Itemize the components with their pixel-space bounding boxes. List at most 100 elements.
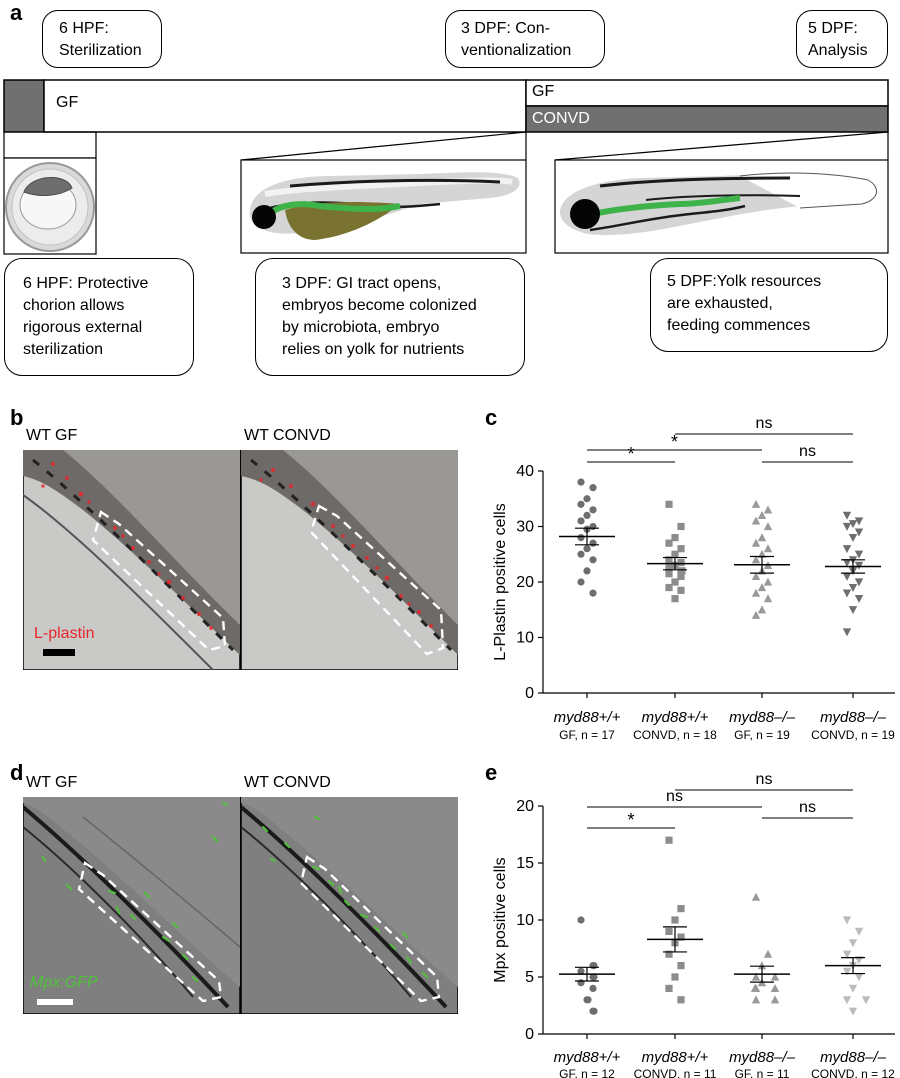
note-line: sterilization (23, 341, 104, 358)
y-tick-label: 40 (516, 463, 534, 480)
data-point (677, 522, 685, 531)
stage-line: 5 DPF: (808, 20, 858, 37)
significance-label: ns (756, 771, 773, 788)
data-point (842, 996, 852, 1005)
data-point (842, 967, 852, 976)
data-point (842, 545, 852, 554)
data-point (854, 595, 864, 604)
data-point (678, 567, 686, 575)
micrograph-convd-mpx (239, 797, 458, 1014)
embryo-in-chorion-illustration (5, 162, 95, 252)
y-tick-label: 5 (525, 969, 534, 986)
data-point (589, 556, 597, 564)
data-point (590, 973, 598, 981)
panel-d-right-title: WT CONVD (244, 774, 331, 791)
stage-line: Analysis (808, 42, 868, 59)
data-point (671, 550, 679, 558)
data-point (589, 484, 597, 492)
data-point (763, 594, 773, 603)
data-point (842, 572, 852, 581)
data-point (583, 567, 591, 575)
data-point (861, 996, 871, 1005)
note-sterilization: 6 HPF: Protective chorion allows rigorou… (4, 258, 194, 376)
gf-bar (43, 79, 527, 133)
sterilization-bar-segment (3, 79, 45, 133)
y-axis-label: Mpx positive cells (492, 857, 509, 982)
note-line: relies on yolk for nutrients (282, 341, 465, 358)
data-point (751, 499, 761, 508)
data-point (751, 892, 761, 901)
scale-bar (43, 649, 75, 656)
data-point (848, 606, 858, 615)
category-condition-label: CONVD, n = 19 (811, 728, 895, 742)
data-point (751, 572, 761, 581)
data-point (763, 505, 773, 514)
data-point (763, 577, 773, 586)
category-genotype-label: myd88+/+ (554, 1049, 621, 1066)
category-genotype-label: myd88+/+ (642, 1049, 709, 1066)
data-point (677, 586, 685, 594)
data-point (842, 522, 852, 531)
data-point (763, 544, 773, 553)
y-tick-label: 30 (516, 519, 534, 536)
data-point (665, 950, 673, 958)
data-point (583, 511, 591, 519)
data-point (757, 549, 767, 558)
note-line: are exhausted, (667, 295, 773, 312)
data-point (589, 539, 597, 547)
zoom-connector-2 (240, 131, 527, 161)
convd-bar (525, 105, 889, 133)
data-point (751, 555, 761, 564)
data-point (665, 556, 673, 564)
y-tick-label: 0 (525, 685, 534, 702)
mpx-micrographs (23, 797, 458, 1014)
panel-c-letter: c (485, 405, 498, 430)
note-line: embryos become colonized (282, 297, 477, 314)
y-tick-label: 20 (516, 574, 534, 591)
category-condition-label: CONVD, n = 18 (633, 728, 717, 742)
lplastin-micrographs (23, 450, 458, 670)
panel-d-left-title: WT GF (26, 774, 78, 791)
category-condition-label: CONVD, n = 12 (811, 1067, 895, 1078)
data-point (665, 927, 673, 935)
micrograph-convd (240, 450, 458, 670)
lplastin-stain-label: L-plastin (34, 625, 95, 642)
data-point (665, 583, 673, 592)
data-point (854, 973, 864, 982)
data-point (842, 589, 852, 598)
data-point (590, 1007, 598, 1015)
data-point (770, 972, 780, 981)
note-line: 5 DPF:Yolk resources (667, 273, 822, 290)
category-genotype-label: myd88+/+ (642, 709, 709, 726)
category-condition-label: GF, n = 12 (559, 1067, 615, 1078)
data-point (577, 578, 585, 586)
data-point (751, 538, 761, 547)
y-tick-label: 10 (516, 912, 534, 929)
data-point (842, 511, 852, 520)
data-point (577, 550, 585, 558)
note-line: by microbiota, embryo (282, 319, 440, 336)
significance-label: * (671, 432, 678, 452)
note-line: rigorous external (23, 319, 143, 336)
y-tick-label: 15 (516, 855, 534, 872)
data-point (665, 564, 673, 572)
panel-b-right-title: WT CONVD (244, 427, 331, 444)
data-point (671, 578, 679, 586)
data-point (770, 984, 780, 992)
data-point (577, 979, 585, 987)
data-point (848, 1007, 858, 1016)
data-point (584, 996, 592, 1004)
data-point (583, 545, 591, 553)
note-line: feeding commences (667, 317, 811, 334)
note-line: 3 DPF: GI tract opens, (282, 275, 442, 292)
panel-b-letter: b (10, 405, 24, 430)
significance-label: ns (799, 443, 816, 460)
y-tick-label: 10 (516, 630, 534, 647)
category-genotype-label: myd88–/– (729, 1049, 796, 1066)
data-point (757, 605, 767, 614)
stage-bubble-conventionalization: 3 DPF: Con- ventionalization (445, 10, 605, 68)
gf-after-bar-label: GF (532, 83, 555, 100)
stage-bubble-sterilization: 6 HPF: Sterilization (42, 10, 162, 68)
data-point (757, 583, 767, 592)
